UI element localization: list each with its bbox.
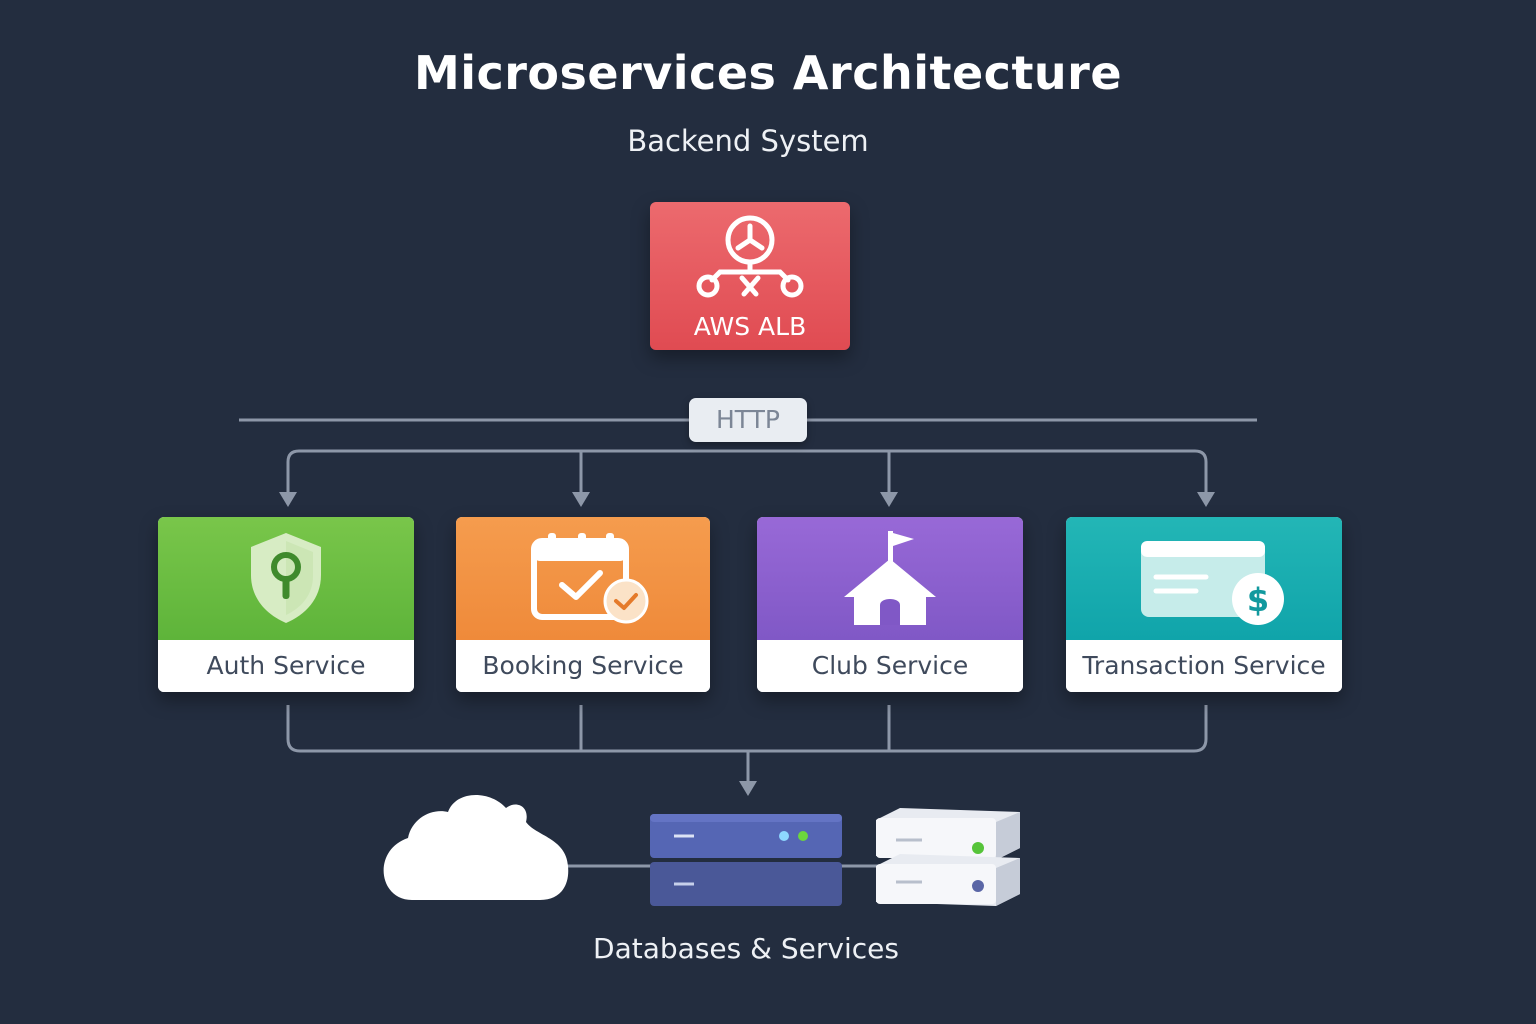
http-protocol-badge: HTTP — [689, 398, 807, 442]
database-server-rack-icon — [650, 814, 842, 906]
booking-service-label: Booking Service — [456, 640, 710, 692]
booking-service-card: Booking Service — [456, 517, 710, 692]
aws-alb-node: AWS ALB — [650, 202, 850, 350]
data-layer-label: Databases & Services — [593, 932, 899, 965]
arrow-data-icon — [739, 781, 757, 796]
service-collector-line — [286, 705, 1208, 753]
service-fanout-line — [286, 449, 1208, 492]
transaction-service-card: $ Transaction Service — [1066, 517, 1342, 692]
svg-text:$: $ — [1247, 581, 1269, 619]
transaction-service-label: Transaction Service — [1066, 640, 1342, 692]
clubhouse-flag-icon — [844, 531, 936, 625]
club-service-label: Club Service — [757, 640, 1023, 692]
page-subtitle: Backend System — [627, 124, 869, 158]
cloud-icon — [383, 794, 569, 900]
storage-server-icon — [876, 808, 1020, 906]
calendar-check-icon — [531, 533, 649, 624]
arrow-booking-icon — [572, 492, 590, 507]
arrow-auth-icon — [279, 492, 297, 507]
load-balancer-icon — [696, 215, 804, 298]
club-service-card: Club Service — [757, 517, 1023, 692]
arrow-transaction-icon — [1197, 492, 1215, 507]
auth-service-card: Auth Service — [158, 517, 414, 692]
arrow-club-icon — [880, 492, 898, 507]
page-title: Microservices Architecture — [413, 46, 1123, 100]
shield-keyhole-icon — [251, 533, 321, 623]
aws-alb-label: AWS ALB — [693, 312, 807, 341]
credit-card-dollar-icon: $ — [1141, 541, 1284, 625]
auth-service-label: Auth Service — [158, 640, 414, 692]
